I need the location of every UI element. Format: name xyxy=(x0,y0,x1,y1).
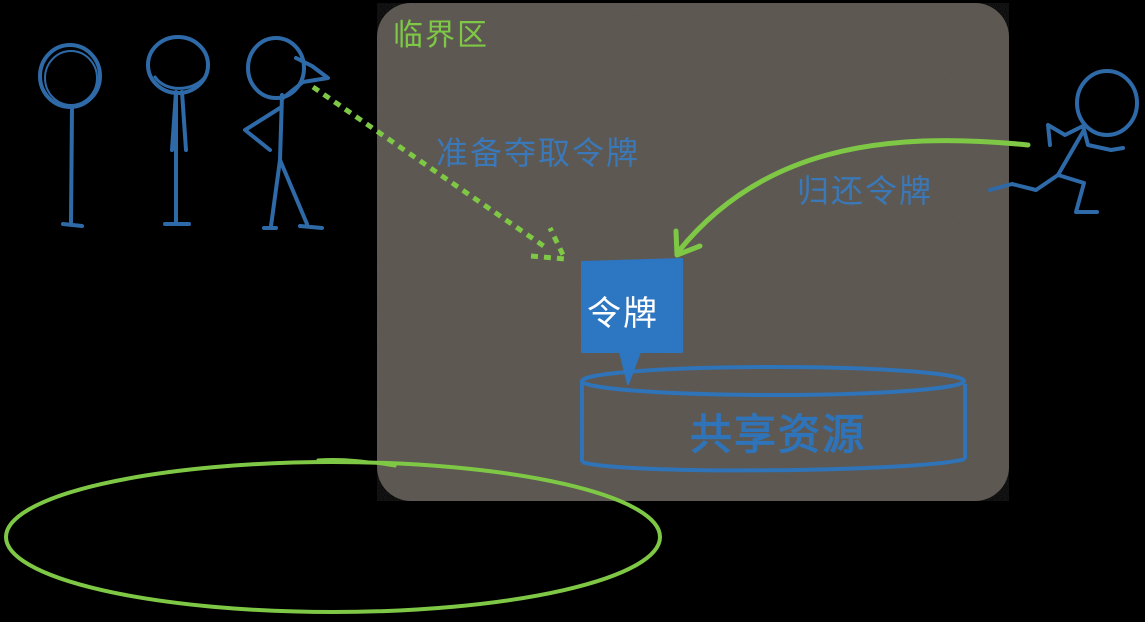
waiting-loop-ellipse xyxy=(4,458,662,614)
waiting-person-icon xyxy=(38,43,102,228)
running-person-icon xyxy=(988,69,1139,214)
critical-section-area xyxy=(377,3,1009,501)
return-token-label: 归还令牌 xyxy=(797,172,934,210)
return-token-arrow xyxy=(673,138,1031,258)
shared-resource-container xyxy=(580,365,967,473)
grab-token-arrow xyxy=(311,84,568,262)
shared-resource-label: 共享资源 xyxy=(690,410,867,459)
critical-section-title: 临界区 xyxy=(393,18,489,53)
token-tag xyxy=(581,258,683,385)
token-label: 令牌 xyxy=(587,294,659,334)
grab-token-label: 准备夺取令牌 xyxy=(436,134,641,172)
waiting-person-icon xyxy=(146,35,210,226)
thinking-person-icon xyxy=(243,36,330,230)
